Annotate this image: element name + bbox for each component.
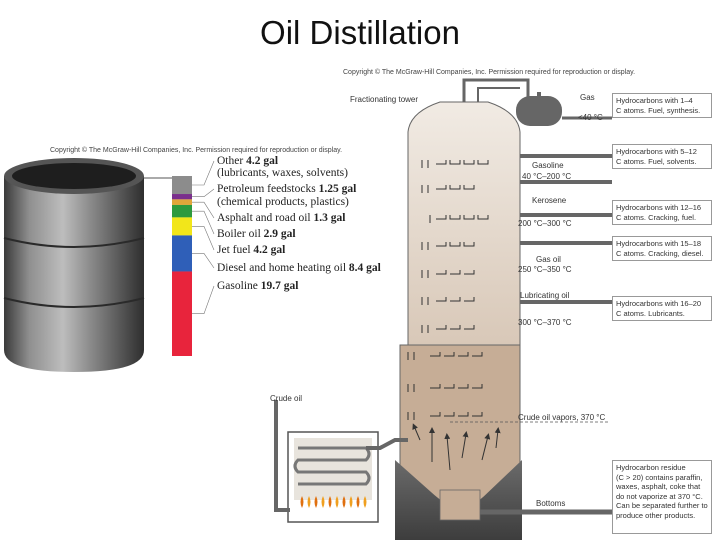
copyright-note-barrel: Copyright © The McGraw-Hill Companies, I… (50, 147, 343, 154)
label-asphalt: Asphalt and road oil 1.3 gal (217, 212, 346, 224)
label-crude-oil: Crude oil (270, 394, 303, 403)
label-gas-temp: <40 °C (578, 113, 603, 122)
flame-8 (356, 496, 360, 508)
flame-5 (335, 496, 339, 508)
label-lubricating-oil-temp: 300 °C–370 °C (518, 318, 572, 327)
product-volume-bar (172, 176, 192, 356)
label-gasoline: Gasoline (532, 161, 564, 170)
label-petroleum-detail: (chemical products, plastics) (217, 196, 349, 208)
leader-line-6 (192, 285, 215, 315)
vapor-arrows (412, 423, 501, 471)
fractionating-tower (395, 101, 522, 540)
copyright-note-tower: Copyright © The McGraw-Hill Companies, I… (343, 69, 636, 76)
flame-6 (342, 496, 346, 508)
product-segment-6 (172, 271, 192, 356)
label-gas-oil: Gas oil (536, 255, 561, 264)
flame-9 (363, 496, 367, 508)
label-jet-fuel: Jet fuel 4.2 gal (217, 244, 286, 256)
label-gas-oil-temp: 250 °C–350 °C (518, 265, 572, 274)
label-gas: Gas (580, 93, 595, 102)
leader-line-3 (192, 210, 215, 235)
label-lubricating-oil: Lubricating oil (520, 291, 570, 300)
leader-line-0 (192, 160, 215, 186)
crude-oil-furnace (274, 400, 408, 523)
leader-line-1 (192, 188, 215, 198)
flame-3 (321, 496, 325, 508)
output-pipes (462, 78, 612, 515)
label-other-detail: (lubricants, waxes, solvents) (217, 167, 348, 179)
label-gasoline-temp: 40 °C–200 °C (522, 172, 572, 181)
product-leader-lines (144, 160, 215, 315)
label-bottoms: Bottoms (536, 499, 566, 508)
leader-line-2 (192, 201, 215, 219)
product-segment-0 (172, 176, 192, 195)
flame-0 (300, 496, 304, 508)
product-segment-1 (172, 194, 192, 200)
product-segment-2 (172, 199, 192, 205)
flame-7 (349, 496, 353, 508)
product-segment-3 (172, 204, 192, 218)
label-petroleum-feedstocks: Petroleum feedstocks 1.25 gal (217, 183, 357, 195)
flame-1 (307, 496, 311, 508)
product-segment-5 (172, 235, 192, 272)
label-gasoline: Gasoline 19.7 gal (217, 280, 299, 292)
label-crude-vapors: Crude oil vapors, 370 °C (518, 413, 606, 422)
gas-separator (516, 92, 562, 126)
leader-line-5 (192, 253, 215, 269)
oil-barrel (3, 158, 145, 372)
flame-2 (314, 496, 318, 508)
label-diesel: Diesel and home heating oil 8.4 gal (217, 262, 381, 274)
product-segment-4 (172, 217, 192, 236)
label-other: Other 4.2 gal (217, 155, 279, 167)
leader-line-4 (192, 226, 215, 251)
burner-flames (300, 496, 367, 508)
label-kerosene: Kerosene (532, 196, 567, 205)
label-fractionating-tower: Fractionating tower (350, 95, 419, 104)
label-boiler-oil: Boiler oil 2.9 gal (217, 228, 296, 240)
flame-4 (328, 496, 332, 508)
page-title: Oil Distillation (260, 14, 460, 51)
label-kerosene-temp: 200 °C–300 °C (518, 219, 572, 228)
desc-box-residue: Hydrocarbon residue (C > 20) contains pa… (612, 460, 712, 534)
tower-trays (407, 160, 489, 420)
